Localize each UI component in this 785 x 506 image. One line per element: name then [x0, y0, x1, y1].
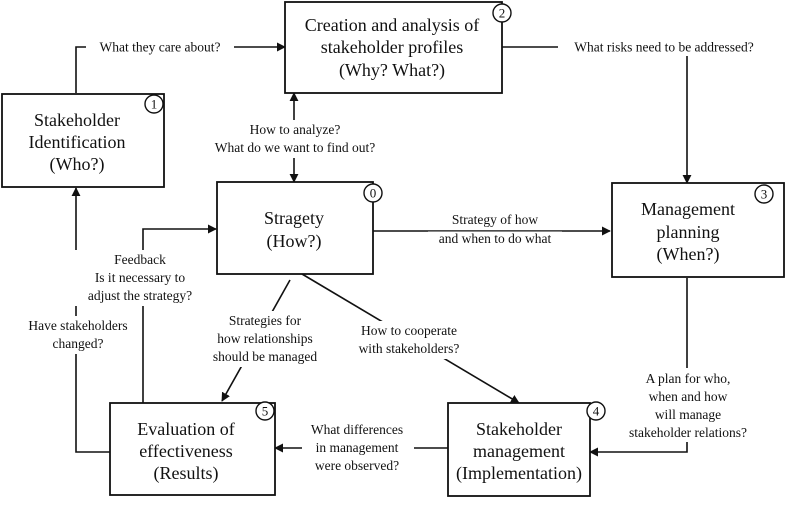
edge-label-how-to-cooperate: How to cooperate with stakeholders?: [348, 321, 470, 359]
node-identification-line-1: Stakeholder: [34, 110, 120, 130]
node-evaluation-text: Evaluation of effectiveness (Results): [137, 419, 234, 484]
node-strategy-text: Stragety (How?): [264, 208, 324, 252]
node-strategy-box: [216, 181, 374, 275]
node-identification-line-3: (Who?): [50, 154, 105, 175]
edge-label-strategies-relationships: Strategies for how relationships should …: [205, 311, 325, 367]
edge-label-stakeholders-changed: Have stakeholders changed?: [18, 316, 138, 354]
edge-label-differences-line-2: in management: [316, 440, 399, 455]
node-identification-line-2: Identification: [29, 132, 126, 152]
node-planning-text: Management planning (When?): [641, 199, 735, 265]
node-profiles-box: [284, 1, 503, 94]
edge-label-strategies-relationships-line-2: how relationships: [217, 331, 313, 346]
edge-label-strategies-relationships-line-3: should be managed: [213, 349, 317, 364]
edge-label-plan-for-who-line-1: A plan for who,: [646, 371, 731, 386]
edge-label-feedback-line-3: adjust the strategy?: [88, 288, 192, 303]
badge-strategy-number: 0: [370, 186, 377, 201]
node-planning-line-2: planning: [657, 222, 720, 242]
badge-evaluation: 5: [255, 401, 275, 421]
node-planning-line-3: (When?): [657, 244, 720, 265]
badge-identification-number: 1: [151, 97, 158, 112]
edge-label-feedback-line-2: Is it necessary to: [95, 270, 186, 285]
node-evaluation-line-2: effectiveness: [139, 441, 233, 461]
edge-label-how-to-analyze-line-1: How to analyze?: [250, 122, 341, 137]
node-identification-text: Stakeholder Identification (Who?): [29, 110, 126, 175]
edge-label-strategies-relationships-line-1: Strategies for: [229, 313, 302, 328]
edge-label-what-risks: What risks need to be addressed?: [558, 38, 770, 56]
node-profiles-text: Creation and analysis of stakeholder pro…: [305, 15, 479, 81]
edge-label-strategy-of-how-line-1: Strategy of how: [452, 212, 538, 227]
node-management-line-1: Stakeholder: [476, 419, 562, 439]
node-profiles-line-1: Creation and analysis of: [305, 15, 479, 35]
edge-planning-to-management: [589, 278, 688, 457]
node-profiles-line-2: stakeholder profiles: [321, 37, 463, 57]
edge-label-how-to-cooperate-line-1: How to cooperate: [361, 323, 457, 338]
edge-label-stakeholders-changed-line-2: changed?: [53, 336, 104, 351]
edge-label-stakeholders-changed-line-1: Have stakeholders: [28, 318, 127, 333]
edge-label-plan-for-who: A plan for who, when and how will manage…: [618, 368, 758, 442]
edge-label-strategy-of-how-line-2: and when to do what: [439, 231, 552, 246]
badge-planning-number: 3: [761, 187, 768, 202]
edge-label-plan-for-who-line-2: when and how: [649, 389, 728, 404]
node-management-line-2: management: [473, 441, 565, 461]
node-planning-line-1: Management: [641, 199, 735, 219]
badge-profiles-number: 2: [499, 6, 506, 21]
node-strategy-line-1: Stragety: [264, 208, 324, 228]
badge-identification: 1: [144, 94, 164, 114]
node-profiles-line-3: (Why? What?): [339, 60, 445, 81]
badge-strategy: 0: [363, 183, 383, 203]
badge-planning: 3: [754, 184, 774, 204]
badge-profiles: 2: [492, 3, 512, 23]
edge-label-strategy-of-how: Strategy of how and when to do what: [428, 212, 562, 248]
edge-label-feedback-line-1: Feedback: [114, 252, 166, 267]
edge-evaluation-to-strategy: [142, 224, 217, 403]
node-evaluation-line-3: (Results): [154, 463, 219, 484]
node-management-line-3: (Implementation): [456, 463, 582, 484]
edge-label-what-risks-line-1: What risks need to be addressed?: [574, 40, 754, 55]
node-strategy-line-2: (How?): [267, 231, 322, 252]
edge-label-differences: What differences in management were obse…: [302, 422, 414, 474]
edge-label-how-to-analyze-line-2: What do we want to find out?: [215, 140, 375, 155]
badge-evaluation-number: 5: [262, 404, 269, 419]
badge-management: 4: [586, 401, 606, 421]
edge-label-plan-for-who-line-3: will manage: [655, 407, 721, 422]
node-evaluation-box: [109, 402, 276, 496]
node-management-box: [447, 402, 591, 497]
badge-management-number: 4: [593, 404, 600, 419]
edge-label-what-they-care-line-1: What they care about?: [99, 40, 220, 55]
edge-profiles-to-planning: [502, 46, 692, 184]
edge-label-plan-for-who-line-4: stakeholder relations?: [629, 425, 747, 440]
edge-label-differences-line-3: were observed?: [315, 458, 399, 473]
node-identification-box: [1, 93, 165, 188]
edge-label-feedback: Feedback Is it necessary to adjust the s…: [70, 250, 208, 306]
edge-label-how-to-cooperate-line-2: with stakeholders?: [359, 341, 460, 356]
edge-label-how-to-analyze: How to analyze? What do we want to find …: [200, 120, 390, 158]
edge-label-what-they-care: What they care about?: [86, 38, 234, 56]
node-management-text: Stakeholder management (Implementation): [456, 419, 582, 484]
node-evaluation-line-1: Evaluation of: [137, 419, 234, 439]
edge-label-differences-line-1: What differences: [311, 422, 403, 437]
node-planning-box: [611, 182, 785, 278]
